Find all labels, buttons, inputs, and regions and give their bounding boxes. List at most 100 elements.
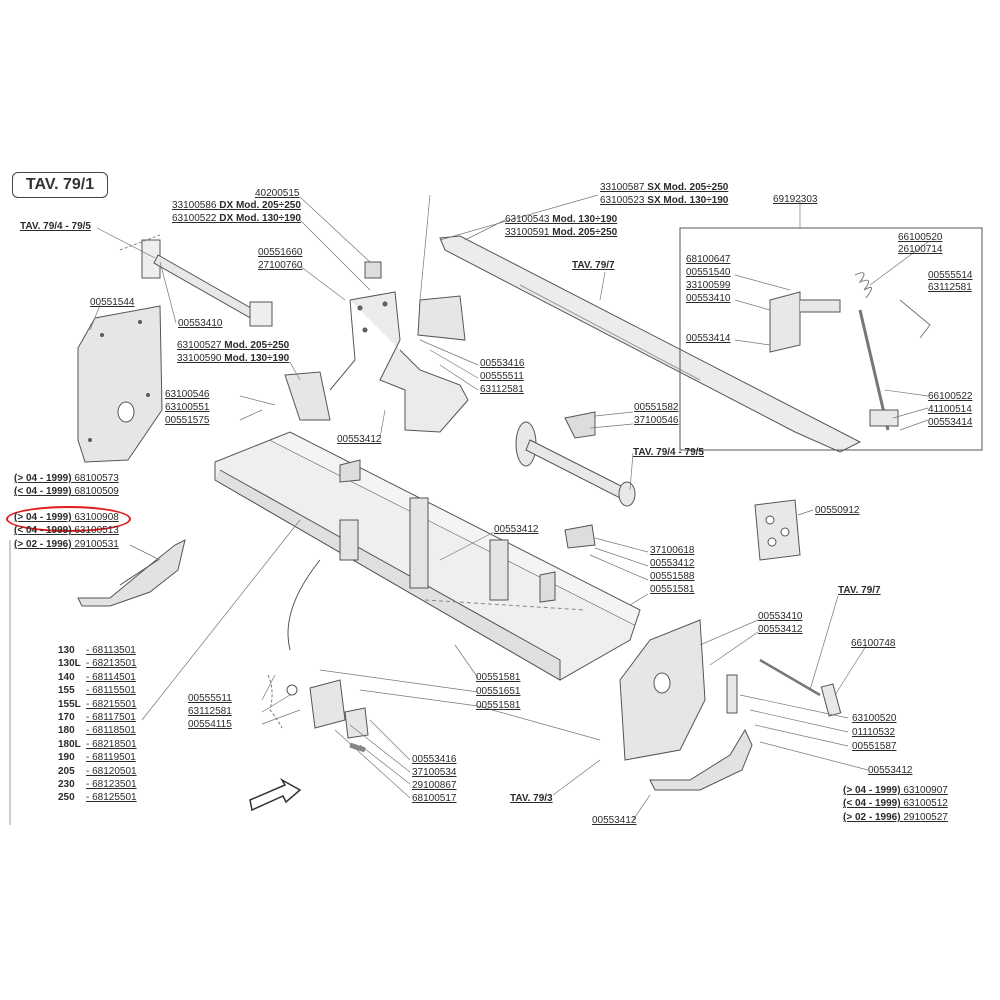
table-row[interactable]: 180- 68118501 — [58, 725, 136, 737]
list-item[interactable]: (> 04 - 1999) 63100908 — [14, 512, 119, 523]
table-row[interactable]: 140- 68114501 — [58, 671, 136, 683]
ref-tav-79-4-5[interactable]: TAV. 79/4 - 79/5 — [20, 221, 91, 232]
list-item[interactable]: (> 04 - 1999) 63100907 — [843, 785, 948, 796]
table-row[interactable]: 155L- 68215501 — [58, 698, 137, 710]
table-row[interactable]: 130- 68113501 — [58, 645, 136, 656]
part-63100546[interactable]: 63100546 — [165, 389, 210, 400]
part-00553414-a[interactable]: 00553414 — [686, 333, 731, 344]
part-00553410-b[interactable]: 00553410 — [686, 293, 731, 304]
part-00551582[interactable]: 00551582 — [634, 402, 679, 413]
part-00553414-b[interactable]: 00553414 — [928, 417, 973, 428]
part-00551544[interactable]: 00551544 — [90, 297, 135, 308]
main-body — [214, 431, 641, 681]
part-26100714[interactable]: 26100714 — [898, 244, 943, 255]
list-item[interactable]: (> 04 - 1999) 68100573 — [14, 473, 119, 484]
part-37100618[interactable]: 37100618 — [650, 545, 695, 556]
part-69192303[interactable]: 69192303 — [773, 194, 818, 205]
part-27100760[interactable]: 27100760 — [258, 260, 303, 271]
list-item[interactable]: (> 02 - 1996) 29100527 — [843, 811, 948, 823]
part-63112581-b[interactable]: 63112581 — [928, 282, 972, 293]
table-row[interactable]: 190- 68119501 — [58, 752, 136, 764]
part-00553412-a[interactable]: 00553412 — [337, 434, 382, 445]
part-00555514[interactable]: 00555514 — [928, 270, 973, 281]
detail-box — [679, 227, 983, 451]
part-00553412-c[interactable]: 00553412 — [650, 558, 695, 569]
part-33100599[interactable]: 33100599 — [686, 280, 731, 291]
part-66100522[interactable]: 66100522 — [928, 391, 973, 402]
part-63100551[interactable]: 63100551 — [165, 402, 210, 413]
part-00553410[interactable]: 00553410 — [178, 318, 223, 329]
part-00551581-c[interactable]: 00551581 — [476, 700, 521, 711]
part-68100517[interactable]: 68100517 — [412, 793, 457, 804]
part-33100587[interactable]: 33100587 SX Mod. 205÷250 — [600, 182, 729, 193]
part-01110532[interactable]: 01110532 — [852, 727, 896, 738]
table-row[interactable]: 230- 68123501 — [58, 779, 137, 791]
top-left-axle — [119, 234, 273, 327]
ref-tav-79-7-a[interactable]: TAV. 79/7 — [572, 260, 615, 271]
part-66100520[interactable]: 66100520 — [898, 232, 943, 243]
part-00553410-c[interactable]: 00553410 — [758, 611, 803, 622]
part-37100546[interactable]: 37100546 — [634, 415, 679, 426]
part-68100647[interactable]: 68100647 — [686, 254, 731, 265]
part-00555511-b[interactable]: 00555511 — [188, 693, 232, 704]
table-row[interactable]: 130L- 68213501 — [58, 658, 137, 670]
part-00551581-b[interactable]: 00551581 — [476, 672, 521, 683]
part-00551651[interactable]: 00551651 — [476, 686, 521, 697]
part-41100514[interactable]: 41100514 — [928, 404, 972, 415]
part-00553412-e[interactable]: 00553412 — [868, 765, 913, 776]
part-00551575[interactable]: 00551575 — [165, 415, 210, 426]
part-63112581-c[interactable]: 63112581 — [188, 706, 232, 717]
part-00550912[interactable]: 00550912 — [815, 505, 860, 516]
part-00551660[interactable]: 00551660 — [258, 247, 303, 258]
table-row[interactable]: 250- 68125501 — [58, 792, 137, 804]
left-skid-upper-group: (> 04 - 1999) 68100573 (< 04 - 1999) 681… — [14, 472, 119, 499]
red-highlight-ellipse — [6, 506, 131, 532]
part-63100523[interactable]: 63100523 SX Mod. 130÷190 — [600, 195, 729, 206]
part-33100590[interactable]: 33100590 Mod. 130÷190 — [177, 353, 290, 364]
part-33100586[interactable]: 33100586 DX Mod. 205÷250 — [172, 200, 301, 211]
part-63100543[interactable]: 63100543 Mod. 130÷190 — [505, 214, 618, 225]
part-63112581-a[interactable]: 63112581 — [480, 384, 524, 395]
part-63100520[interactable]: 63100520 — [852, 713, 897, 724]
lower-bracket — [267, 674, 369, 753]
list-item[interactable]: (< 04 - 1999) 63100512 — [843, 798, 948, 810]
part-63100522[interactable]: 63100522 DX Mod. 130÷190 — [172, 213, 301, 224]
part-00551540[interactable]: 00551540 — [686, 267, 731, 278]
part-00553416-b[interactable]: 00553416 — [412, 754, 457, 765]
hitch-frame — [284, 261, 469, 433]
left-skid — [77, 539, 186, 607]
table-row[interactable]: 180L- 68218501 — [58, 738, 137, 750]
plate-title: TAV. 79/1 — [12, 172, 108, 198]
part-00553412-d[interactable]: 00553412 — [758, 624, 803, 635]
tension-rod — [854, 272, 931, 431]
table-row[interactable]: 205- 68120501 — [58, 765, 137, 777]
part-00551587[interactable]: 00551587 — [852, 741, 897, 752]
list-item[interactable]: (< 04 - 1999) 68100509 — [14, 486, 119, 498]
ref-tav-79-7-b[interactable]: TAV. 79/7 — [838, 585, 881, 596]
ref-tav-79-3[interactable]: TAV. 79/3 — [510, 793, 553, 804]
table-row[interactable]: 155- 68115501 — [58, 685, 136, 697]
part-00551588[interactable]: 00551588 — [650, 571, 695, 582]
hub-plate — [754, 499, 801, 561]
part-40200515[interactable]: 40200515 — [255, 188, 300, 199]
part-63100527[interactable]: 63100527 Mod. 205÷250 — [177, 340, 290, 351]
part-33100591[interactable]: 33100591 Mod. 205÷250 — [505, 227, 618, 238]
part-66100748[interactable]: 66100748 — [851, 638, 896, 649]
part-00553412-f[interactable]: 00553412 — [592, 815, 637, 826]
part-29100867[interactable]: 29100867 — [412, 780, 457, 791]
part-00553412-b[interactable]: 00553412 — [494, 524, 539, 535]
direction-arrow — [249, 777, 302, 812]
right-skid — [649, 728, 753, 791]
list-item[interactable]: (< 04 - 1999) 63100513 — [14, 525, 119, 537]
part-00554115[interactable]: 00554115 — [188, 719, 232, 730]
leader-lines — [89, 194, 929, 821]
part-00553416-a[interactable]: 00553416 — [480, 358, 525, 369]
table-row[interactable]: 170- 68117501 — [58, 712, 136, 724]
part-00551581-a[interactable]: 00551581 — [650, 584, 695, 595]
bracket — [769, 291, 841, 353]
part-37100534[interactable]: 37100534 — [412, 767, 457, 778]
ref-tav-79-4-5-mid[interactable]: TAV. 79/4 - 79/5 — [633, 447, 704, 458]
list-item[interactable]: (> 02 - 1996) 29100531 — [14, 538, 119, 550]
part-00555511-a[interactable]: 00555511 — [480, 371, 524, 382]
